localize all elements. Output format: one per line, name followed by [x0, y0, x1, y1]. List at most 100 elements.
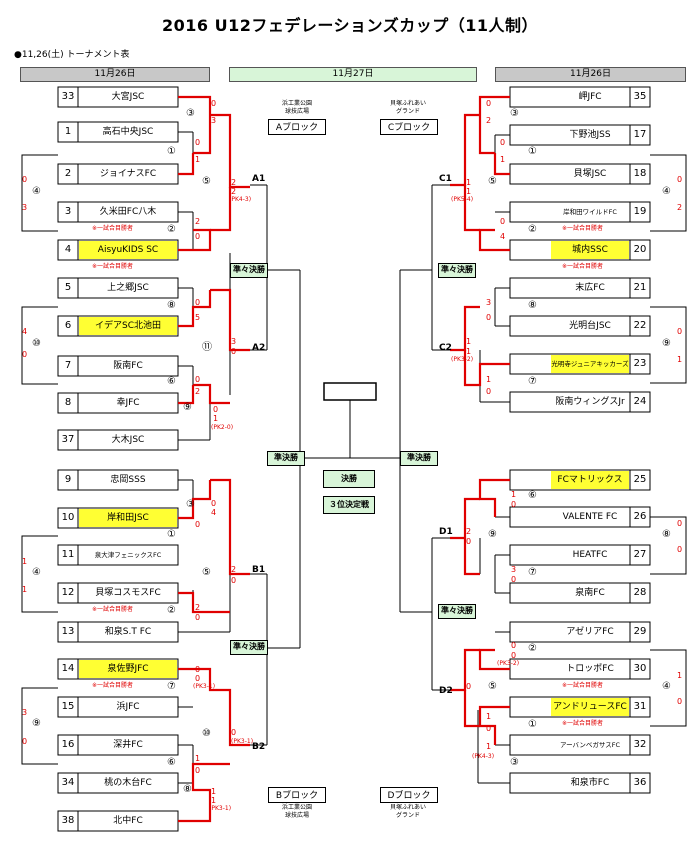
team-name: トロッポFC [566, 664, 614, 674]
score: 1 [211, 787, 217, 796]
team-number: 5 [64, 282, 72, 293]
match-1-right: ① [528, 146, 537, 157]
team-name: VALENTE FC [562, 512, 618, 522]
team-number: 18 [633, 168, 647, 179]
team-name: 阪南ウィングスJr [555, 397, 625, 407]
score: 0 [22, 175, 28, 184]
team-name: イデアSC北池田 [79, 317, 177, 335]
slot-c1: C1 [439, 174, 452, 184]
team-name: 光明寺ジュニアキッカーズ [551, 355, 629, 373]
slot-a1: A1 [252, 174, 266, 184]
match-1-left: ① [167, 146, 176, 157]
team-name: 和泉S.T FC [104, 627, 152, 637]
match-3-left-top: ③ [186, 108, 195, 119]
slot-d1: D1 [439, 527, 453, 537]
final-box: 決勝 [323, 470, 375, 488]
match-9-right: ⑨ [662, 338, 671, 349]
one-match-note: ※一試合目勝者 [562, 263, 604, 270]
score: 1 [466, 337, 472, 346]
score: 0 [486, 313, 492, 322]
team-number: 26 [633, 511, 647, 522]
pk-b14: (PK3-1) [193, 683, 216, 690]
match-3-right-b: ③ [510, 757, 519, 768]
score: 1 [195, 754, 201, 763]
team-number: 23 [633, 358, 647, 369]
match-4-left-b: ④ [32, 567, 41, 578]
team-number: 33 [61, 91, 75, 102]
score: 0 [677, 697, 683, 706]
team-name: 大宮JSC [111, 92, 145, 102]
score: 1 [486, 742, 492, 751]
match-4-right: ④ [662, 186, 671, 197]
score: 0 [195, 298, 201, 307]
team-name: 貝塚コスモスFC [95, 588, 161, 598]
page-title: 2016 U12フェデレーションズカップ（11人制） [162, 16, 538, 35]
team-name: FCマトリックス [551, 471, 629, 489]
team-number: 10 [61, 512, 75, 523]
score: 1 [466, 347, 472, 356]
score: 0 [466, 682, 472, 691]
match-3-right: ③ [510, 108, 519, 119]
score: 0 [677, 519, 683, 528]
block-a-venue: 浜工業公園球技広場 [281, 100, 312, 115]
match-6-left: ⑥ [167, 376, 176, 387]
team-name: 幸JFC [116, 398, 140, 408]
score: 0 [500, 138, 506, 147]
score: 0 [195, 766, 201, 775]
score: 2 [486, 116, 492, 125]
score: 0 [466, 537, 472, 546]
score: 0 [22, 350, 28, 359]
team-number: 4 [64, 244, 72, 255]
one-match-note: ※一試合目勝者 [92, 225, 134, 232]
match-8-left: ⑧ [167, 300, 176, 311]
score: 0 [677, 327, 683, 336]
match-5-left-b: ⑤ [202, 567, 211, 578]
one-match-note: ※一試合目勝者 [562, 720, 604, 727]
team-name: 岬JFC [578, 92, 602, 102]
team-number: 1 [64, 126, 72, 137]
team-name: アンドリュースFC [551, 698, 629, 716]
score: 3 [231, 337, 237, 346]
score: 0 [195, 674, 201, 683]
team-number: 24 [633, 396, 647, 407]
match-1-left-b: ① [167, 529, 176, 540]
team-name: 大木JSC [111, 435, 145, 445]
match-6-right: ⑥ [528, 490, 537, 501]
score: 0 [22, 737, 28, 746]
score: 0 [195, 138, 201, 147]
score: 2 [195, 387, 201, 396]
team-number: 30 [633, 663, 647, 674]
score: 0 [677, 175, 683, 184]
score: 0 [511, 651, 517, 660]
match-5-right: ⑤ [488, 176, 497, 187]
semifinal-right: 準決勝 [400, 451, 438, 466]
team-name: アーバンベガサスFC [559, 741, 621, 749]
team-number: 31 [633, 701, 647, 712]
team-number: 29 [633, 626, 647, 637]
pk-c1: (PK5-4) [451, 196, 474, 203]
match-4-right-b: ④ [662, 681, 671, 692]
score: 0 [511, 575, 517, 584]
pk-b38: (PK3-1) [209, 805, 232, 812]
team-number: 16 [61, 739, 75, 750]
team-name: 下野池JSS [569, 130, 611, 140]
one-match-note: ※一試合目勝者 [92, 606, 134, 613]
score: 0 [211, 99, 217, 108]
score: 1 [511, 490, 517, 499]
quarterfinal-right-bottom: 準々決勝 [438, 604, 476, 619]
slot-b1: B1 [252, 565, 266, 575]
match-5-right-b: ⑤ [488, 681, 497, 692]
team-name: 和泉市FC [570, 778, 610, 788]
team-name: 泉南FC [575, 588, 605, 598]
team-name: 泉大津フェニックスFC [94, 551, 162, 559]
team-name: 北中FC [113, 816, 143, 826]
block-a-label: Aブロック [268, 119, 326, 135]
block-c-label: Cブロック [380, 119, 438, 135]
semifinal-left: 準決勝 [267, 451, 305, 466]
team-name: 桃の木台FC [104, 778, 152, 788]
slot-a2: A2 [252, 343, 266, 353]
score: 2 [195, 217, 201, 226]
score: 0 [231, 576, 237, 585]
score: 1 [195, 155, 201, 164]
score: 0 [195, 613, 201, 622]
